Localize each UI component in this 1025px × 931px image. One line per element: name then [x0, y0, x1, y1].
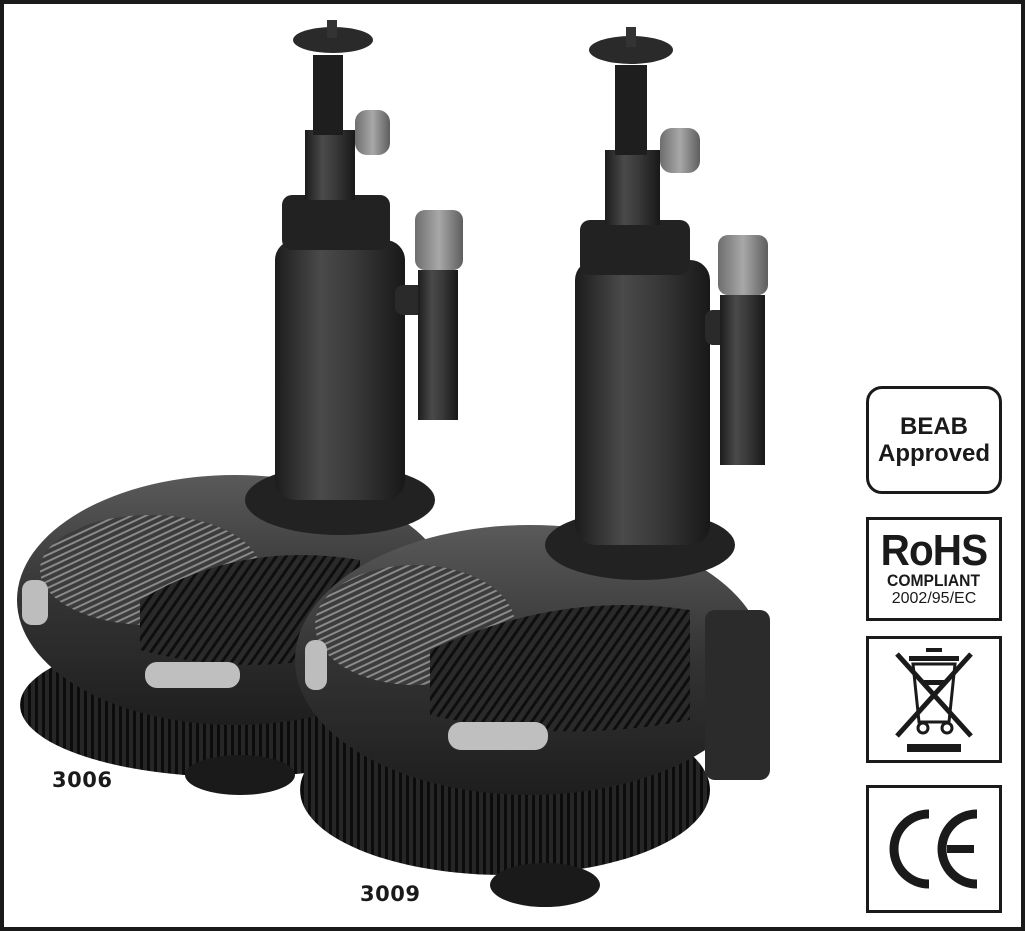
approved-label: Approved [877, 440, 990, 467]
model-label-3009: 3009 [360, 882, 421, 906]
directive-label: 2002/95/EC [891, 589, 977, 607]
compliant-label: COMPLIANT [887, 570, 981, 590]
rohs-compliant-badge: RoHS COMPLIANT 2002/95/EC [866, 517, 1002, 621]
ce-mark-badge [866, 785, 1002, 913]
ce-mark-icon [889, 809, 978, 889]
weee-badge [866, 636, 1002, 763]
beab-label: BEAB [899, 413, 968, 440]
rohs-label: RoHS [880, 525, 988, 575]
beab-approved-badge: BEAB Approved [866, 386, 1002, 494]
crossed-out-wheelie-bin-icon [895, 647, 973, 752]
pump-3009-image [295, 27, 770, 907]
model-label-3006: 3006 [52, 768, 113, 792]
